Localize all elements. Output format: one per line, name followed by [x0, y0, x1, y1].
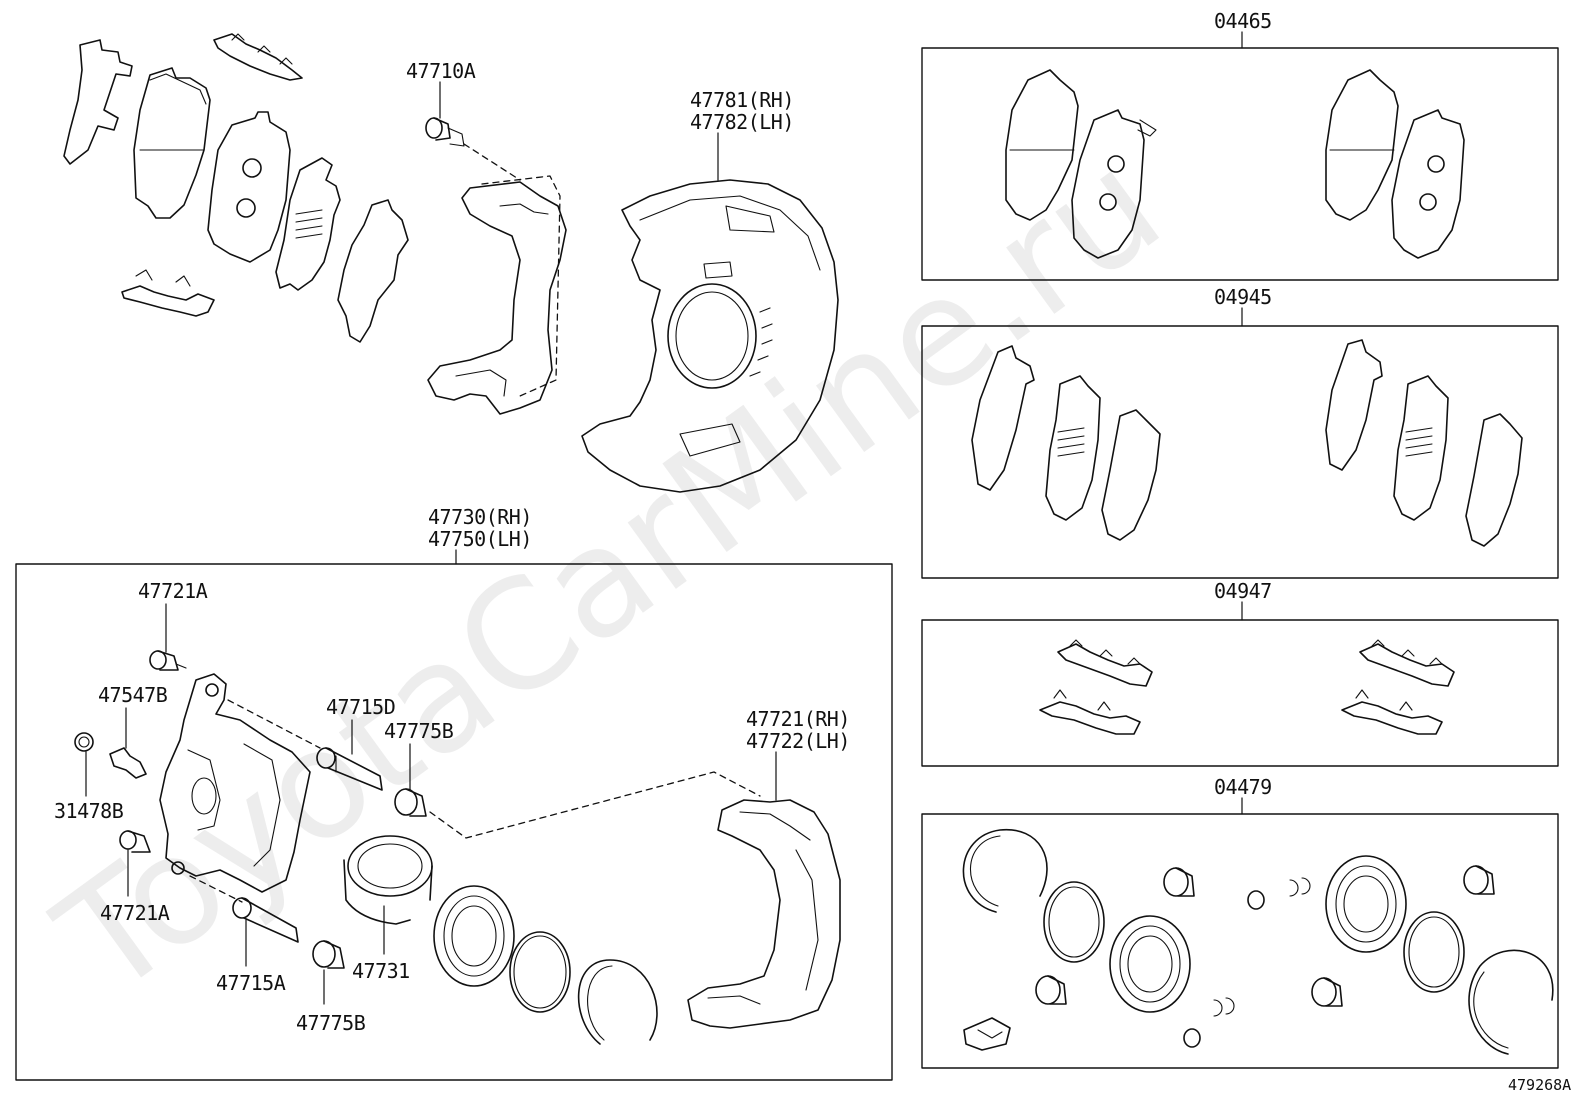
diagram-reference-number: 479268A [1508, 1076, 1571, 1094]
dust-cover-group: 47781(RH) 47782(LH) [581, 88, 839, 493]
label-47715D: 47715D [326, 695, 395, 719]
label-31478B: 31478B [54, 799, 124, 823]
kit-04945-frame [921, 325, 1559, 579]
kit-04945: 04945 [921, 285, 1559, 579]
label-47782: 47782(LH) [690, 110, 794, 134]
kit-04947: 04947 [921, 579, 1559, 767]
kit-04479-frame [921, 813, 1559, 1069]
label-04947: 04947 [1214, 579, 1272, 603]
label-47731: 47731 [352, 959, 410, 983]
caliper-assembly-group: 47730(RH) 47750(LH) 47721A 47547B 31478B… [15, 505, 893, 1081]
label-47722: 47722(LH) [746, 729, 850, 753]
label-04479: 04479 [1214, 775, 1272, 799]
label-47710A: 47710A [406, 59, 476, 83]
torque-plate-group: 47710A [406, 59, 567, 415]
label-47721: 47721(RH) [746, 707, 850, 731]
label-04945: 04945 [1214, 285, 1272, 309]
label-04465: 04465 [1214, 9, 1272, 33]
label-47730: 47730(RH) [428, 505, 532, 529]
label-47715A: 47715A [216, 971, 286, 995]
loose-pad-set [63, 33, 409, 343]
kit-04465-frame [921, 47, 1559, 281]
caliper-assembly-frame [15, 563, 893, 1081]
kit-04947-frame [921, 619, 1559, 767]
label-47721A-bottom: 47721A [100, 901, 170, 925]
label-47775B-bottom: 47775B [296, 1011, 366, 1035]
label-47781: 47781(RH) [690, 88, 794, 112]
label-47750: 47750(LH) [428, 527, 532, 551]
kit-04465: 04465 [921, 9, 1559, 281]
watermark: ToyotaCarMine.ru [28, 118, 1191, 1030]
label-47775B-top: 47775B [384, 719, 454, 743]
kit-04479: 04479 [921, 775, 1559, 1069]
label-47721A-top: 47721A [138, 579, 208, 603]
label-47547B: 47547B [98, 683, 168, 707]
